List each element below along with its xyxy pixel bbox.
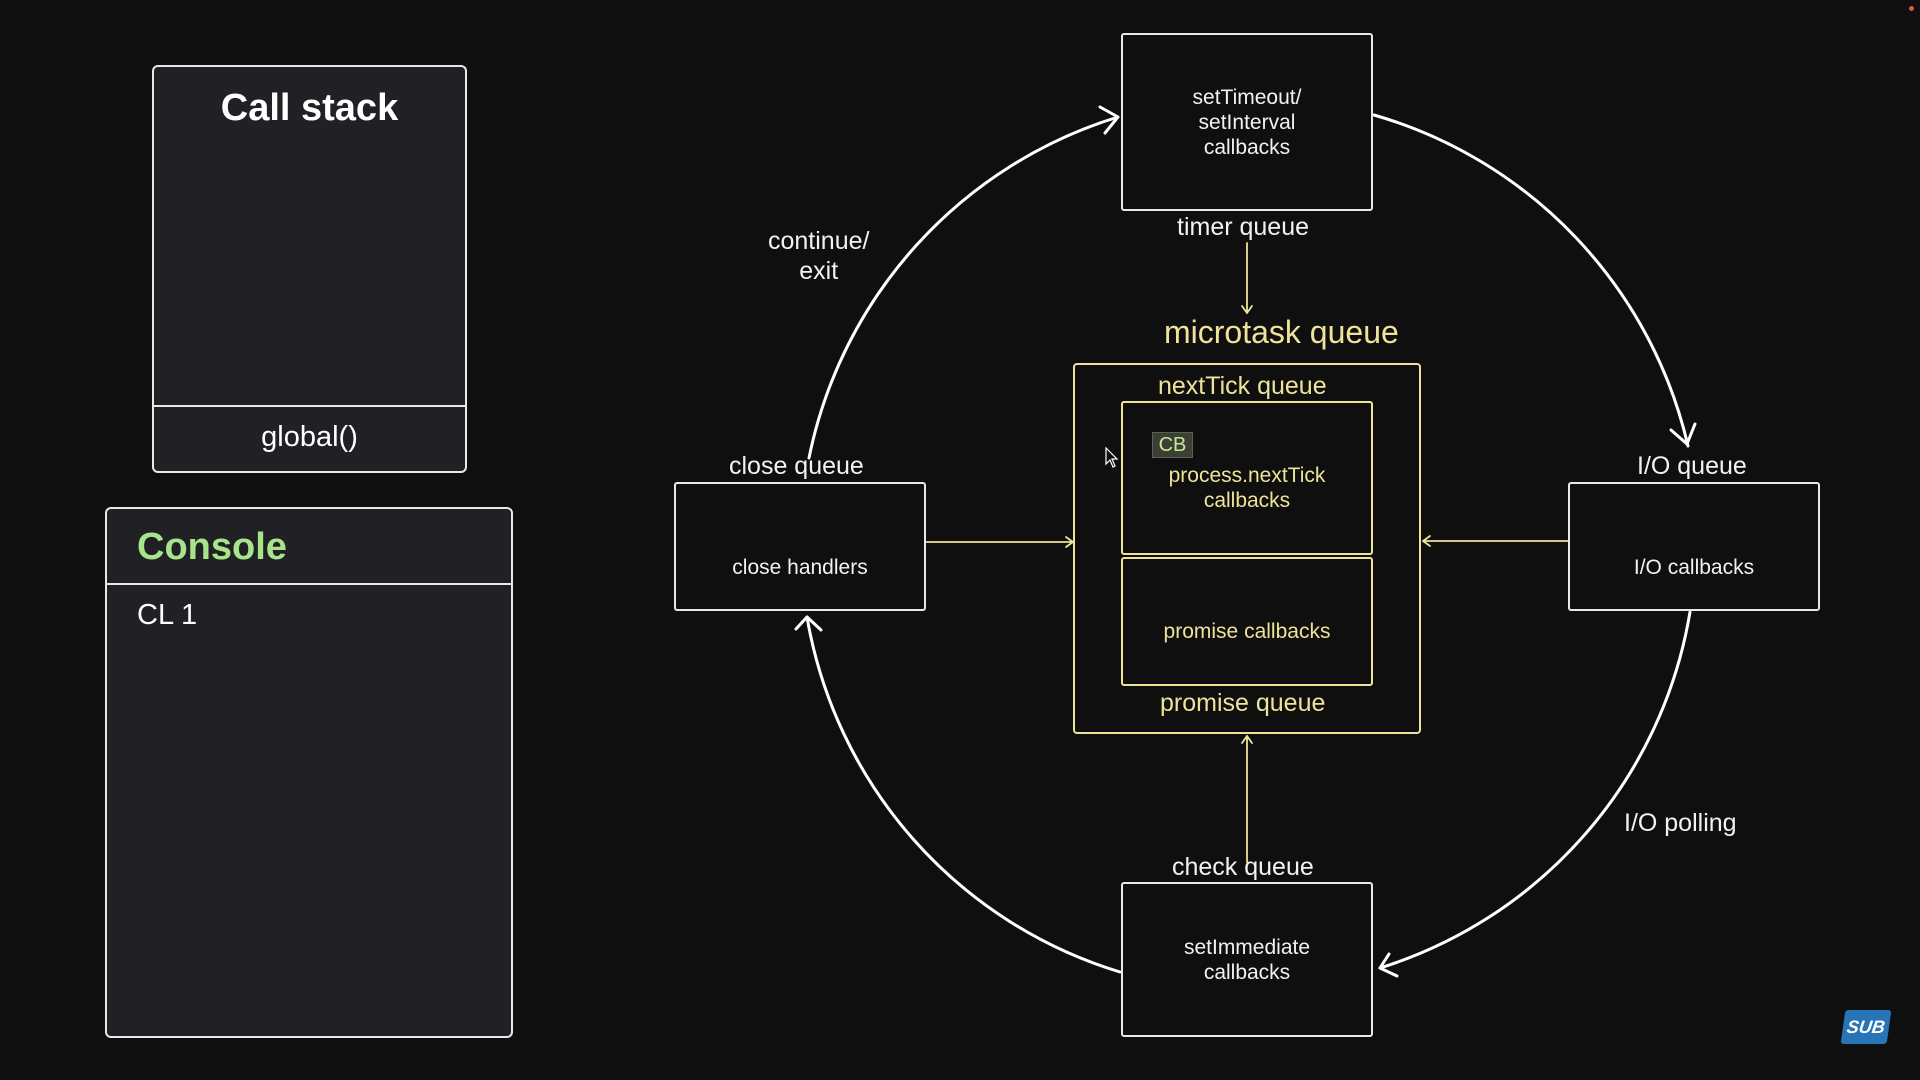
timer-queue-label: timer queue — [1177, 213, 1310, 241]
call-stack-divider — [154, 405, 465, 407]
check-queue-label: check queue — [1172, 853, 1314, 881]
console-line: CL 1 — [137, 599, 198, 631]
timer-queue-box: setTimeout/ setInterval callbacks — [1121, 33, 1373, 211]
arrowhead-close — [794, 615, 823, 632]
close-queue-label: close queue — [729, 452, 864, 480]
continue-exit-label: continue/ exit — [768, 227, 870, 285]
nexttick-queue-box: process.nextTick callbacks — [1121, 401, 1373, 555]
call-stack-title: Call stack — [220, 87, 399, 129]
promise-queue-label: promise queue — [1160, 689, 1326, 717]
call-stack-panel: Call stack global() — [152, 65, 467, 473]
io-polling-label: I/O polling — [1624, 809, 1737, 837]
microtask-queue-container — [1073, 363, 1421, 734]
arc-check-to-close — [805, 615, 1122, 974]
arrowhead-timer — [1098, 105, 1120, 135]
call-stack-frame: global() — [261, 421, 358, 453]
promise-queue-box: promise callbacks — [1121, 557, 1373, 686]
io-queue-box: I/O callbacks — [1568, 482, 1820, 611]
close-queue-box: close handlers — [674, 482, 926, 611]
console-divider — [107, 583, 511, 585]
check-queue-box: setImmediate callbacks — [1121, 882, 1373, 1037]
subscribe-logo[interactable]: SUB — [1840, 1010, 1892, 1044]
arc-io-to-check — [1378, 610, 1692, 970]
mouse-cursor-icon — [1105, 447, 1119, 468]
callback-badge: CB — [1152, 432, 1193, 458]
recording-dot-icon — [1909, 6, 1914, 11]
microtask-queue-title: microtask queue — [1164, 314, 1399, 350]
io-queue-label: I/O queue — [1637, 452, 1747, 480]
nexttick-queue-label: nextTick queue — [1158, 372, 1327, 400]
arc-timer-to-io — [1372, 113, 1690, 448]
console-panel: Console CL 1 — [105, 507, 513, 1038]
console-title: Console — [137, 526, 287, 568]
arc-close-to-timer — [807, 115, 1120, 460]
arrowhead-io — [1669, 422, 1697, 446]
arrowhead-check — [1378, 952, 1399, 978]
